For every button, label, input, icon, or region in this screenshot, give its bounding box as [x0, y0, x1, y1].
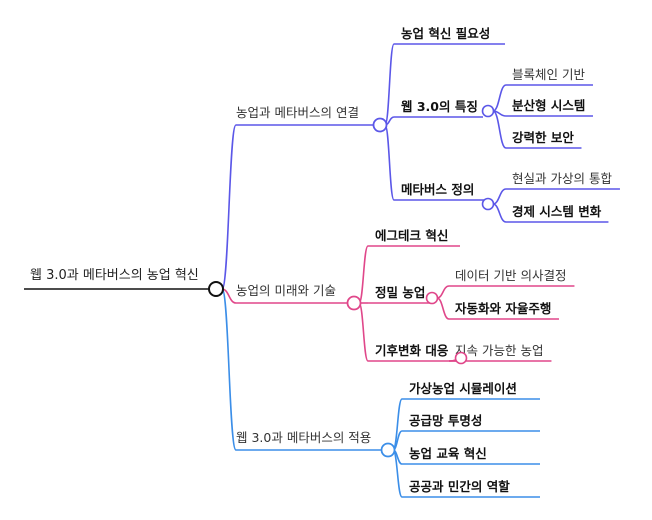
root-node[interactable]	[208, 281, 224, 297]
topic-connector	[358, 245, 369, 304]
branch-node[interactable]	[380, 442, 396, 458]
topic-label: 농업 혁신 필요성	[401, 26, 490, 41]
label-layer: 웹 3.0과 메타버스의 농업 혁신 농업과 메타버스의 연결 농업 혁신 필요성웹…	[30, 26, 612, 494]
leaf-label: 강력한 보안	[512, 130, 574, 145]
branch-node[interactable]	[372, 117, 388, 133]
topic-connector	[358, 302, 369, 362]
leaf-label: 분산형 시스템	[512, 98, 585, 113]
leaf-label: 자동화와 자율주행	[455, 301, 551, 316]
root-label: 웹 3.0과 메타버스의 농업 혁신	[30, 268, 199, 283]
leaf-connector	[436, 297, 450, 320]
node-dot-layer	[208, 104, 495, 458]
leaf-connector	[492, 110, 507, 149]
topic-node[interactable]	[425, 291, 439, 305]
leaf-connector	[492, 84, 507, 112]
topic-label: 가상농업 시뮬레이션	[409, 381, 517, 396]
leaf-connector	[492, 203, 507, 223]
topic-label: 에그테크 혁신	[375, 228, 448, 243]
topic-label: 정밀 농업	[375, 285, 425, 300]
leaf-label: 블록체인 기반	[512, 67, 585, 82]
topic-label: 메타버스 정의	[401, 182, 474, 197]
branch-node[interactable]	[346, 295, 362, 311]
branch-label: 농업의 미래와 기술	[236, 283, 336, 298]
leaf-label: 현실과 가상의 통합	[512, 171, 612, 186]
leaf-connector	[436, 285, 450, 299]
branch-label: 농업과 메타버스의 연결	[236, 105, 359, 120]
topic-connector	[384, 43, 395, 126]
branch-connector	[221, 288, 237, 451]
leaf-label: 경제 시스템 변화	[512, 204, 602, 219]
leaf-label: 데이터 기반 의사결정	[455, 268, 566, 283]
topic-node[interactable]	[481, 104, 495, 118]
connector-layer	[24, 43, 620, 498]
leaf-label: 지속 가능한 농업	[455, 343, 543, 358]
branch-label: 웹 3.0과 메타버스의 적용	[236, 430, 371, 445]
branch-connector	[221, 124, 237, 290]
topic-label: 웹 3.0의 특징	[401, 99, 478, 114]
topic-connector	[384, 124, 395, 201]
topic-label: 기후변화 대응	[375, 343, 449, 358]
leaf-connector	[492, 188, 507, 205]
topic-node[interactable]	[481, 197, 495, 211]
topic-label: 공급망 투명성	[409, 413, 482, 428]
topic-node[interactable]	[454, 351, 468, 365]
topic-label: 농업 교육 혁신	[409, 446, 487, 461]
topic-label: 공공과 민간의 역할	[409, 479, 510, 494]
